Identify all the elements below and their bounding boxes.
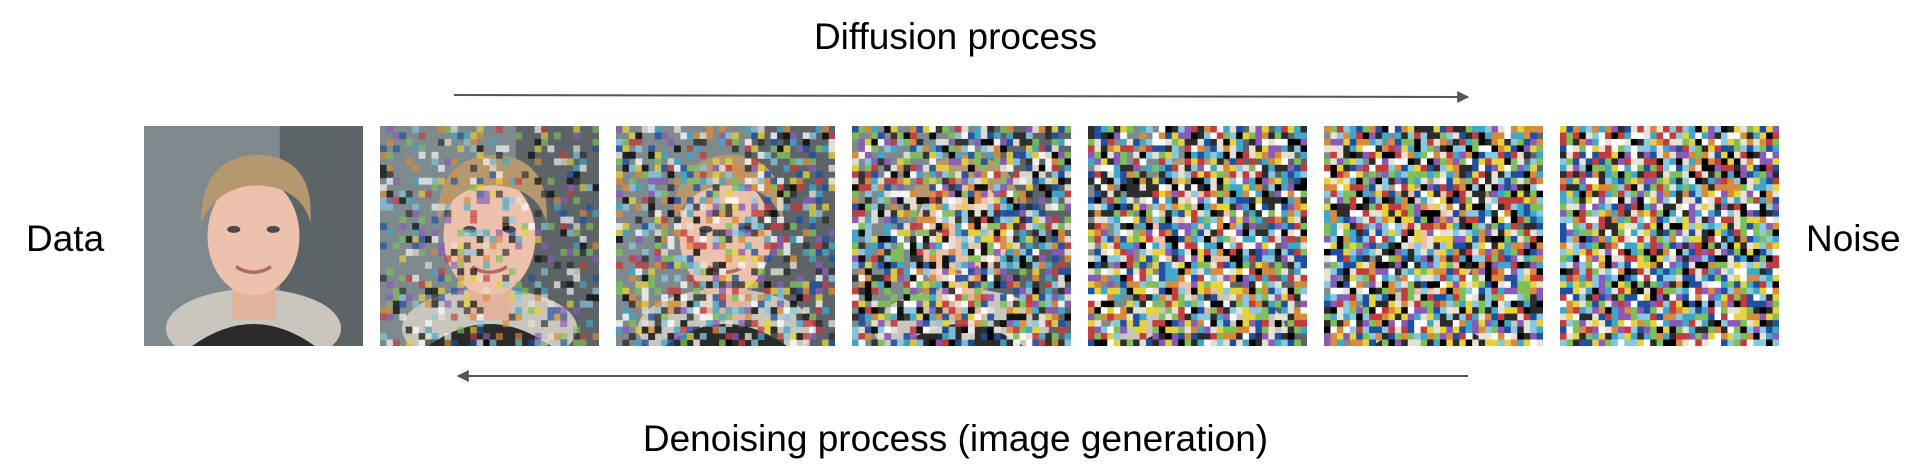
data-label: Data	[26, 218, 105, 259]
diffusion-process-label: Diffusion process	[813, 16, 1098, 57]
image-sequence	[0, 126, 1911, 348]
noisy-step-4	[1088, 126, 1307, 346]
pure-noise	[1560, 126, 1779, 346]
noise-label: Noise	[1806, 218, 1901, 259]
data-image	[144, 126, 363, 346]
noisy-step-1	[380, 126, 599, 346]
noisy-step-3	[852, 126, 1071, 346]
diffusion-arrow	[453, 90, 1470, 103]
noisy-step-5	[1324, 126, 1543, 346]
noisy-step-2	[616, 126, 835, 346]
denoising-process-label: Denoising process (image generation)	[642, 418, 1269, 459]
